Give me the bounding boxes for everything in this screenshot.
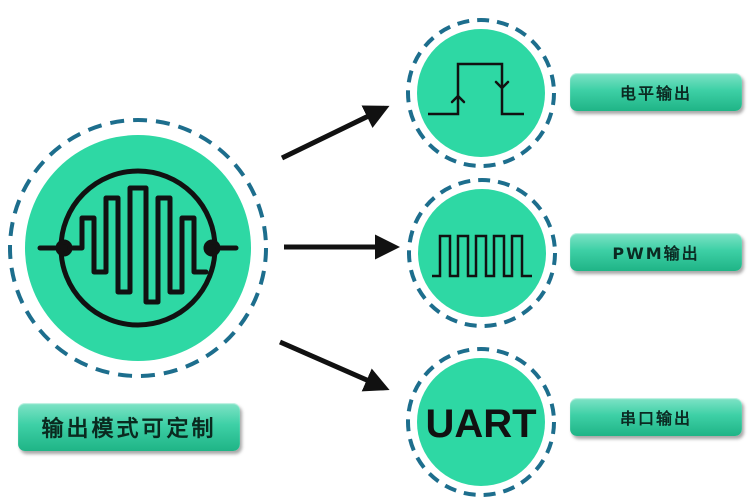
level-output-label: 电平输出 xyxy=(570,73,742,111)
sensor-heater-coil-icon xyxy=(37,168,239,328)
main-dashed-ring xyxy=(8,118,268,378)
uart-icon-text: UART xyxy=(425,402,536,446)
uart-output-label: 串口输出 xyxy=(570,398,742,436)
level-green-circle xyxy=(417,29,545,157)
uart-dashed-ring xyxy=(406,347,556,497)
uart-output-node: UART xyxy=(406,347,556,497)
main-green-circle xyxy=(25,135,251,361)
pwm-output-node xyxy=(407,178,557,328)
level-output-node xyxy=(406,18,556,168)
pwm-output-label: PWM输出 xyxy=(570,233,742,271)
arrow-to-uart-output xyxy=(278,339,390,392)
uart-green-circle xyxy=(417,358,545,486)
pwm-green-circle xyxy=(418,189,546,317)
pwm-pulse-waveform-icon xyxy=(432,234,532,278)
pwm-dashed-ring xyxy=(407,178,557,328)
level-dashed-ring xyxy=(406,18,556,168)
main-mode-label: 输出模式可定制 xyxy=(18,403,240,451)
level-edge-waveform-icon xyxy=(428,62,524,116)
main-sensor-node xyxy=(8,118,268,378)
arrow-to-level-output xyxy=(280,105,390,161)
